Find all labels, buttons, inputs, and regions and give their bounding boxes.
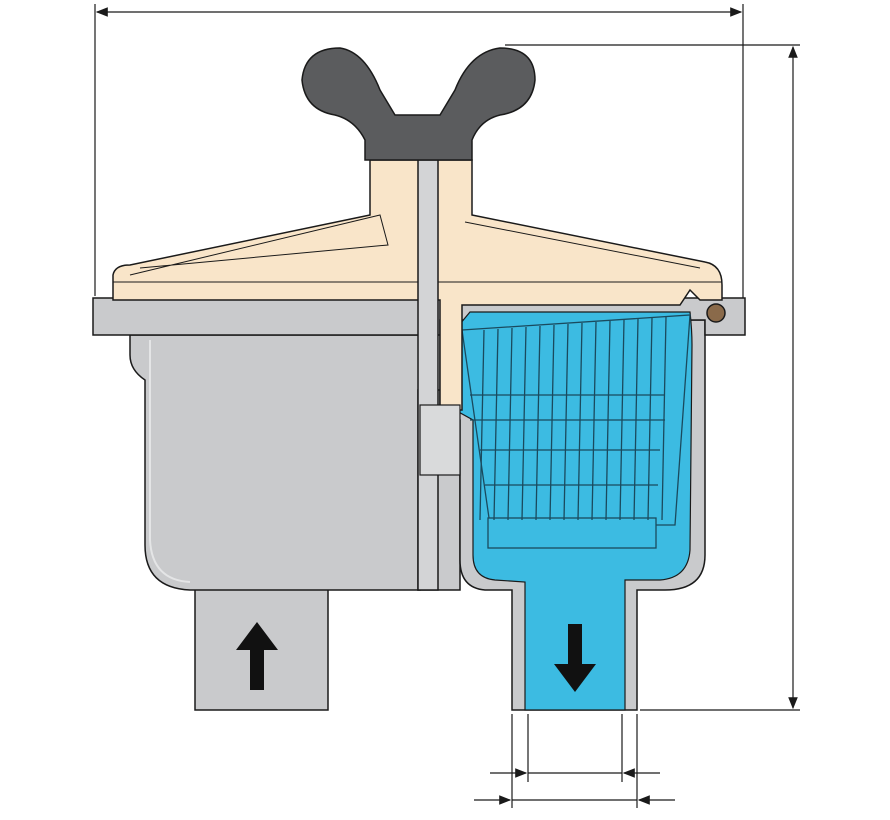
basket-bar [577,322,583,521]
arrow-down-icon [554,624,596,692]
seal-ring [706,303,726,323]
basket-bar [535,325,541,521]
basket-bar [479,329,485,521]
basket-bar [507,327,513,521]
basket-bar [647,317,653,521]
basket-bar [591,321,597,521]
dimension-lines [94,4,800,808]
basket-bar [549,324,555,521]
basket-bar [563,323,569,521]
water-outlet [454,311,693,711]
basket-bar [521,326,527,521]
nut [419,404,461,476]
filter-basket [461,314,691,549]
center-rod [417,159,439,591]
wing-nut [301,47,536,161]
arrow-up-icon [236,622,278,690]
basket-bar [661,316,667,521]
left-chamber [129,334,421,591]
basket-bar [493,328,499,521]
